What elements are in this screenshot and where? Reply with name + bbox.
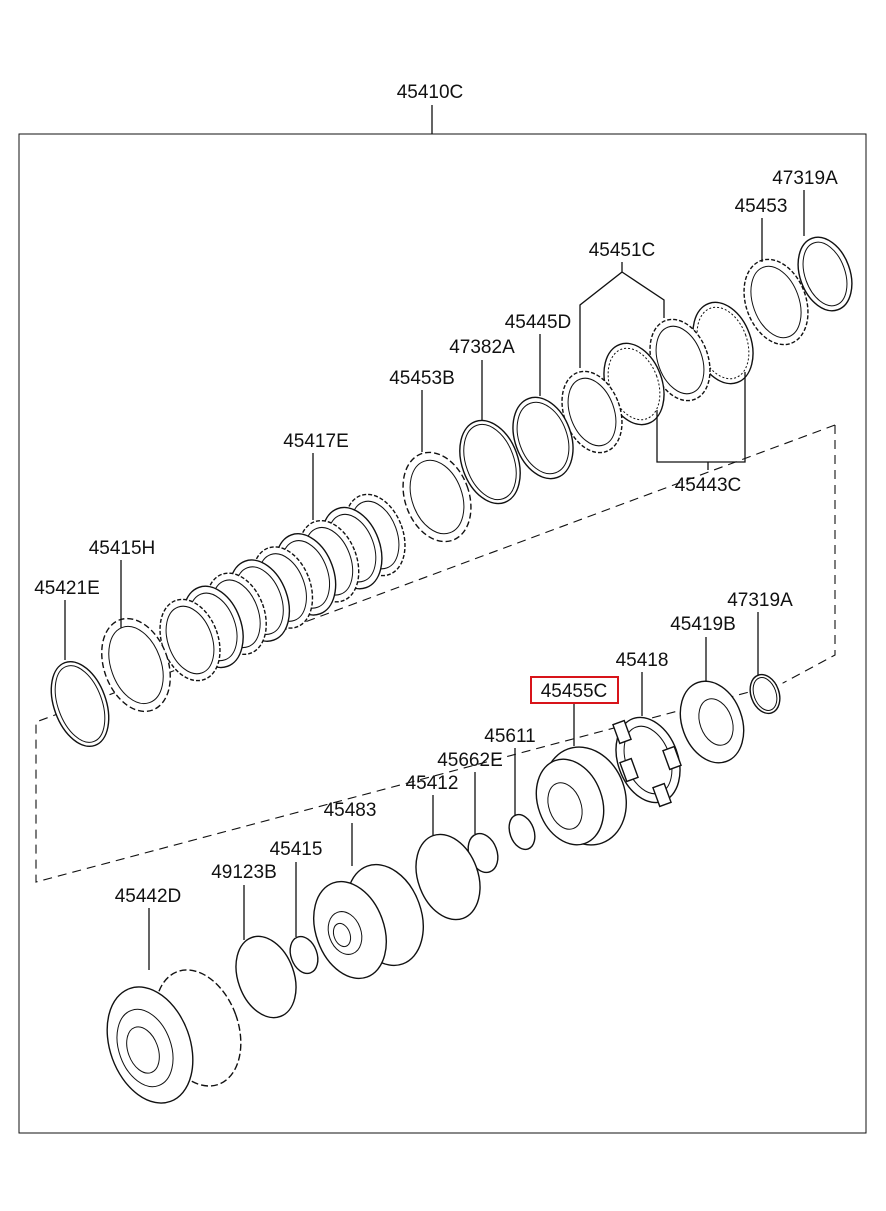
seal-45611[interactable]: [505, 811, 540, 853]
leader-lines: [64, 190, 805, 970]
snap-ring-45421e[interactable]: [41, 654, 120, 754]
part-label-45453[interactable]: 45453: [735, 196, 788, 217]
drum-45442d[interactable]: [92, 958, 256, 1115]
part-label-45415[interactable]: 45415: [270, 839, 323, 860]
plate-45415h[interactable]: [90, 609, 183, 721]
plate-45453b[interactable]: [391, 443, 483, 551]
snap-ring-47319a-top[interactable]: [789, 230, 862, 319]
part-label-45442d[interactable]: 45442D: [115, 886, 182, 907]
dashed-outline-right: [782, 425, 836, 684]
part-label-45611[interactable]: 45611: [484, 726, 535, 747]
part-label-45421e[interactable]: 45421E: [34, 578, 100, 599]
part-label-45415h[interactable]: 45415H: [89, 538, 156, 559]
part-label-45417e[interactable]: 45417E: [283, 431, 349, 452]
snap-ring-47319a-bottom[interactable]: [745, 670, 785, 717]
ring-45415[interactable]: [285, 933, 322, 978]
seal-45412[interactable]: [405, 825, 491, 928]
snap-ring-47382a[interactable]: [449, 412, 531, 512]
spring-assembly-45418[interactable]: [605, 708, 691, 811]
part-label-45443c[interactable]: 45443C: [675, 475, 742, 496]
assembly-frame: [18, 133, 867, 1134]
part-label-45451c[interactable]: 45451C: [589, 240, 656, 261]
highlight-box: [530, 676, 619, 704]
part-label-45412[interactable]: 45412: [406, 773, 459, 794]
retainer-45419b[interactable]: [669, 672, 754, 771]
part-label-45483[interactable]: 45483: [324, 800, 377, 821]
hub-45483[interactable]: [301, 854, 437, 989]
part-label-47319a-top[interactable]: 47319A: [772, 168, 838, 189]
assembly-label: 45410C: [397, 82, 464, 103]
part-label-45662e[interactable]: 45662E: [437, 750, 503, 771]
ring-49123b[interactable]: [225, 928, 306, 1026]
piston-45455c[interactable]: [525, 735, 640, 856]
plate-45453[interactable]: [733, 250, 819, 353]
part-label-47319a-bottom[interactable]: 47319A: [727, 590, 793, 611]
disc-pack-45417e[interactable]: [149, 486, 415, 689]
part-label-45455c[interactable]: 45455C: [541, 681, 608, 702]
part-label-45419b[interactable]: 45419B: [670, 614, 736, 635]
part-label-45453b[interactable]: 45453B: [389, 368, 455, 389]
disc-45417e[interactable]: [149, 591, 230, 689]
ring-45445d[interactable]: [502, 389, 583, 487]
part-label-45418[interactable]: 45418: [616, 650, 669, 671]
dashed-outline-left: [35, 424, 836, 883]
part-label-49123b[interactable]: 49123B: [211, 862, 277, 883]
part-label-45445d[interactable]: 45445D: [505, 312, 572, 333]
part-label-47382a[interactable]: 47382A: [449, 337, 515, 358]
